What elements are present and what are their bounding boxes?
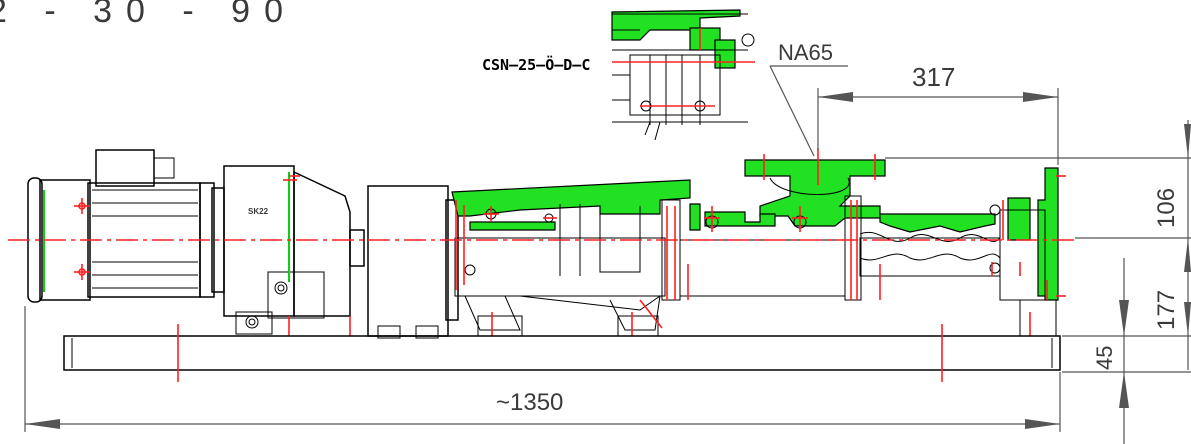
overall-length-dimension: ~1350: [496, 389, 563, 416]
seal-detail-view: [611, 9, 755, 141]
partial-title-text: 2 - 30 - 90: [0, 0, 297, 30]
coupling-housing: [367, 185, 459, 339]
pump-casing: [451, 159, 1059, 337]
axis-height-dimension: 177: [1153, 290, 1180, 330]
bolt-marks: [455, 154, 1066, 336]
base-plate: [63, 324, 1061, 382]
outlet-height-dimension: 106: [1153, 188, 1180, 228]
dimension-lines: [24, 65, 1191, 444]
detail-label: CSN–25–Ö–D–C: [482, 55, 590, 74]
gearbox-label: SK22: [248, 207, 269, 216]
base-height-dimension: 45: [1092, 346, 1117, 370]
electric-motor: [27, 149, 225, 303]
gearbox: [223, 165, 365, 336]
connection-label: NA65: [778, 40, 833, 65]
outlet-distance-dimension: 317: [912, 62, 955, 92]
